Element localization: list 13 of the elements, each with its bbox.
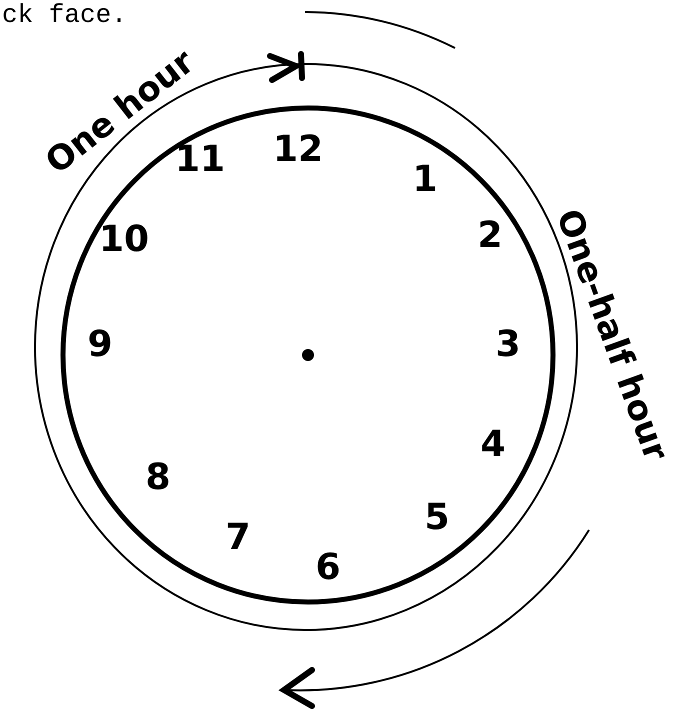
hour-numeral: 3 (495, 327, 521, 363)
hour-numeral: 5 (424, 500, 450, 536)
hour-numeral: 10 (98, 222, 150, 258)
hour-numeral: 6 (315, 550, 341, 586)
hour-numeral: 11 (174, 142, 226, 178)
hour-numeral: 12 (272, 132, 324, 168)
hour-numeral: 4 (480, 427, 506, 463)
hour-numeral: 7 (225, 520, 251, 556)
heading-text: ck face. (2, 2, 127, 28)
hour-numeral: 2 (477, 218, 503, 254)
hour-numeral: 9 (87, 327, 113, 363)
hour-numeral: 8 (145, 460, 171, 496)
hour-numeral: 1 (412, 162, 438, 198)
